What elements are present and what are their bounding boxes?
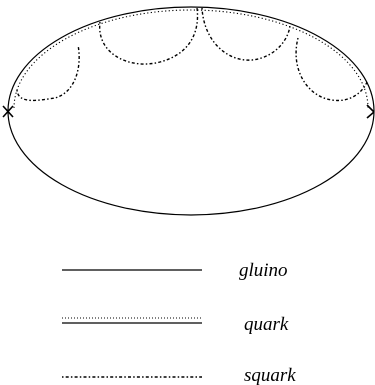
legend-label-squark: squark: [244, 365, 296, 385]
legend-label-quark: quark: [244, 314, 289, 335]
legend-label-gluino: gluino: [239, 260, 288, 281]
left-vertex-cross-icon: [2, 105, 14, 118]
squark-loop-1: [16, 44, 80, 102]
right-vertex-arrow-icon: [366, 104, 375, 119]
legend-item-squark: squark: [62, 365, 296, 385]
legend: gluino quark squark: [62, 260, 296, 385]
legend-item-quark: quark: [62, 314, 289, 335]
squark-loop-3: [201, 7, 291, 61]
squark-loop-2: [99, 7, 199, 65]
quark-propagator-upper: [13, 9, 369, 109]
legend-item-gluino: gluino: [62, 260, 288, 281]
gluino-propagator-lower: [7, 110, 375, 216]
squark-loop-4: [295, 37, 368, 102]
gluino-propagator-upper: [7, 6, 375, 112]
